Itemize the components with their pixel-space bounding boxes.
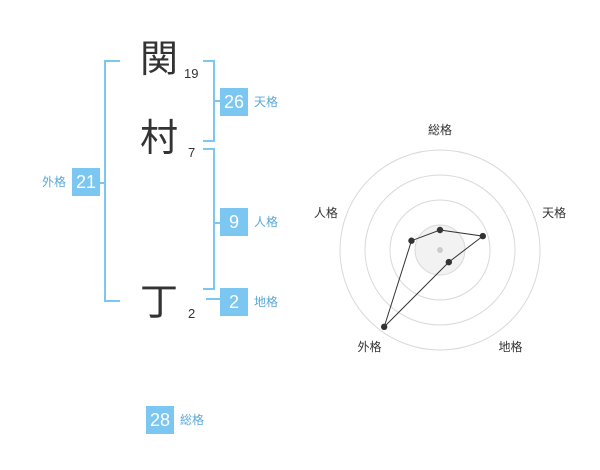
chikaku-label: 地格 <box>254 295 279 309</box>
radar-point-3 <box>445 258 453 266</box>
radar-polygon <box>383 229 485 328</box>
chikaku-score-box: 2 <box>220 288 248 316</box>
radar-label-4: 外格 <box>357 339 381 354</box>
name-char-1: 関 <box>140 37 179 81</box>
jinkaku-connector <box>215 222 221 224</box>
name-char-3: 丁 <box>140 280 179 324</box>
radar-point-5 <box>408 237 415 244</box>
jinkaku-label: 人格 <box>254 215 279 229</box>
tenkaku-connector <box>215 100 221 102</box>
radar-ring-3 <box>364 174 516 326</box>
stroke-count-3: 2 <box>188 306 196 321</box>
soukaku-score-box: 28 <box>146 406 174 434</box>
tenkaku-label: 天格 <box>254 95 279 109</box>
gaikaku-score-box: 21 <box>72 168 100 196</box>
soukaku-label: 総格 <box>180 413 205 427</box>
radar-ring-4 <box>339 149 541 351</box>
jinkaku-bracket <box>203 148 215 290</box>
stroke-count-1: 19 <box>184 66 199 81</box>
radar-point-4 <box>380 323 388 331</box>
tenkaku-score-box: 26 <box>220 88 248 116</box>
radar-center-dot <box>437 247 443 253</box>
gaikaku-connector <box>98 182 104 184</box>
gaikaku-label: 外格 <box>42 175 67 189</box>
chikaku-connector <box>206 298 220 300</box>
radar-label-3: 地格 <box>499 339 523 354</box>
radar-label-5: 人格 <box>314 205 338 220</box>
radar-points <box>380 226 486 331</box>
gaikaku-bracket <box>104 60 120 302</box>
jinkaku-score-box: 9 <box>220 208 248 236</box>
radar-point-1 <box>436 226 444 234</box>
name-char-2: 村 <box>140 116 179 160</box>
radar-label-1: 総格 <box>428 122 452 137</box>
radar-label-2: 天格 <box>542 205 566 220</box>
radar-ring-2 <box>389 199 491 301</box>
tenkaku-bracket <box>203 60 215 142</box>
radar-point-2 <box>479 232 486 240</box>
stroke-count-2: 7 <box>188 145 196 160</box>
